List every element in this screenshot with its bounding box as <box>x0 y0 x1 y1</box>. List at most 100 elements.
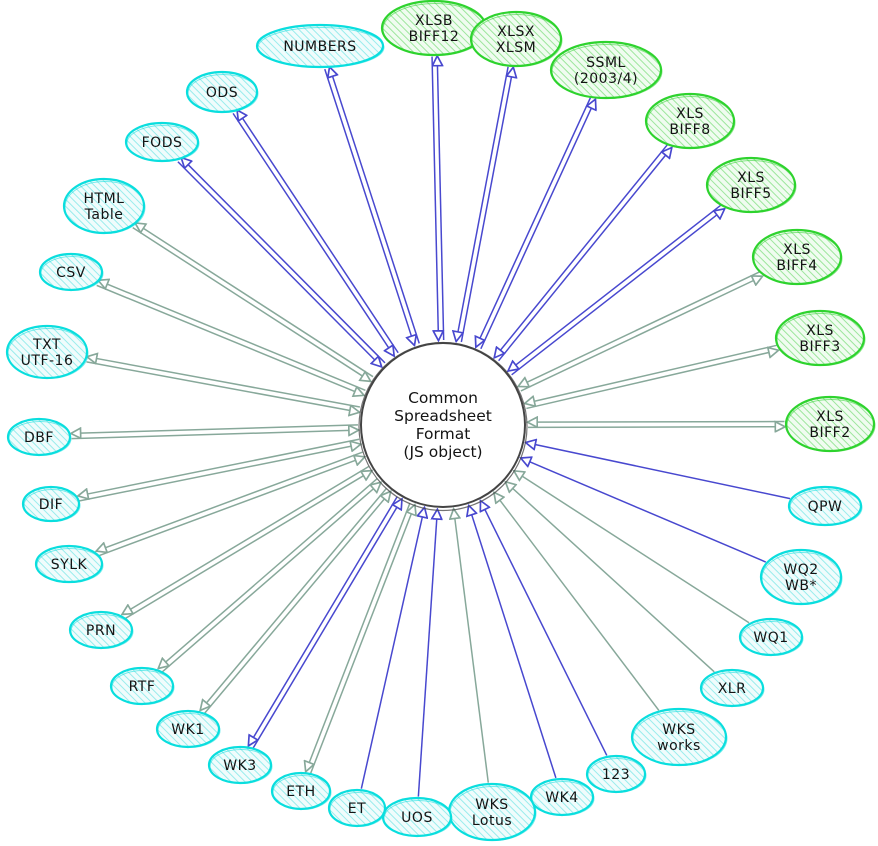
edge-wks-lotus <box>454 509 490 783</box>
node-label-uos: UOS <box>401 810 433 826</box>
node-label-sylk: SYLK <box>51 557 88 573</box>
edges-layer <box>71 56 791 797</box>
node-dbf: DBF <box>6 417 72 457</box>
node-uos: UOS <box>381 796 453 838</box>
node-numbers: NUMBERS <box>255 23 385 69</box>
edge-wks-works <box>494 493 660 711</box>
node-label-rtf: RTF <box>129 679 156 695</box>
node-dif: DIF <box>21 485 81 523</box>
node-label-123: 123 <box>602 767 630 783</box>
node-label-et: ET <box>348 801 366 817</box>
node-ssml-2003-4: SSML(2003/4) <box>549 40 663 100</box>
edge-xls-biff4 <box>519 271 762 392</box>
edge-sylk <box>97 451 364 557</box>
edge-wk1 <box>201 487 391 714</box>
node-label-qpw: QPW <box>808 499 843 515</box>
node-label-ods: ODS <box>206 85 238 101</box>
edge-xlsx-xlsm <box>456 67 513 342</box>
edge-et <box>360 508 424 789</box>
edge-xls-biff3 <box>525 344 778 410</box>
node-label-csv: CSV <box>56 265 86 281</box>
node-rtf: RTF <box>109 666 175 706</box>
node-qpw: QPW <box>787 485 863 527</box>
edge-dbf <box>71 425 358 439</box>
edge-eth <box>306 503 415 773</box>
node-label-wk3: WK3 <box>223 758 256 774</box>
node-fods: FODS <box>124 121 200 163</box>
edge-rtf <box>159 478 381 673</box>
edge-uos <box>417 510 437 797</box>
node-prn: PRN <box>68 610 134 650</box>
node-label-wk1: WK1 <box>171 722 204 738</box>
node-label-numbers: NUMBERS <box>283 39 356 55</box>
edge-123 <box>481 501 608 756</box>
edge-prn <box>123 465 372 620</box>
edge-wk4 <box>469 506 557 779</box>
node-label-eth: ETH <box>286 784 315 800</box>
node-123: 123 <box>585 754 647 794</box>
edge-txt-utf16 <box>86 357 359 412</box>
node-label-xlr: XLR <box>718 681 747 697</box>
node-label-prn: PRN <box>86 623 116 639</box>
node-label-dbf: DBF <box>24 430 54 446</box>
node-et: ET <box>327 788 387 828</box>
edge-csv <box>96 281 366 396</box>
edge-xls-biff5 <box>508 204 724 376</box>
edge-html-table <box>132 223 374 381</box>
node-label-wq1: WQ1 <box>753 630 788 646</box>
node-label-wk4: WK4 <box>545 790 578 806</box>
node-label-fods: FODS <box>142 135 183 151</box>
node-label-ssml-2003-4: SSML(2003/4) <box>574 55 638 87</box>
node-xlr: XLR <box>699 668 765 708</box>
node-csv: CSV <box>38 252 104 292</box>
edge-xlsb-biff12 <box>432 56 444 340</box>
edge-fods <box>177 158 386 366</box>
node-ods: ODS <box>185 70 259 114</box>
edge-numbers <box>324 68 420 345</box>
edge-wq1 <box>514 471 750 624</box>
edge-xls-biff8 <box>495 144 672 362</box>
node-wk4: WK4 <box>529 777 595 817</box>
edge-xlr <box>506 482 715 673</box>
edge-ods <box>232 111 399 356</box>
node-wq1: WQ1 <box>738 617 804 657</box>
edge-dif <box>79 438 361 502</box>
node-wk1: WK1 <box>155 709 221 749</box>
node-sylk: SYLK <box>34 544 104 584</box>
node-label-dif: DIF <box>39 497 63 513</box>
edge-wq2-wb <box>521 458 767 563</box>
node-wk3: WK3 <box>207 745 273 785</box>
edge-wk3 <box>249 496 402 749</box>
edge-xls-biff2 <box>528 422 785 428</box>
edge-qpw <box>526 443 791 500</box>
edge-ssml-2003-4 <box>476 97 595 350</box>
